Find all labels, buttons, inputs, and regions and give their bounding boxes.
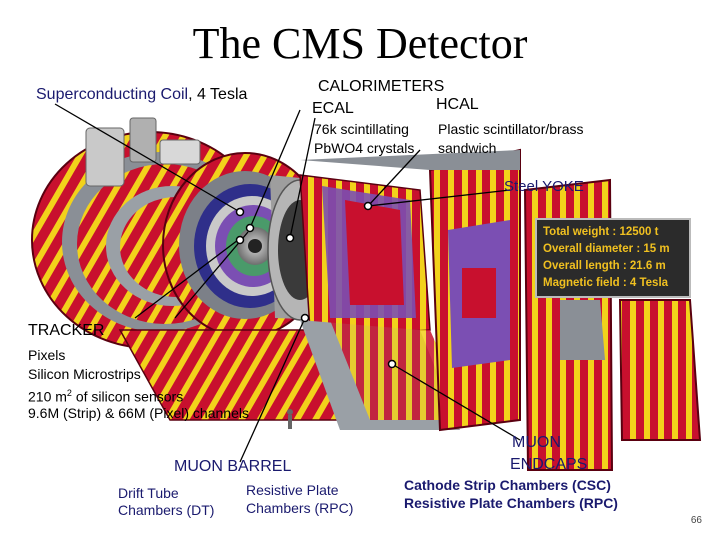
calorimeters-heading: CALORIMETERS [318,78,445,95]
tracker-area-value: 210 m [28,388,67,405]
specs-box: Total weight : 12500 t Overall diameter … [535,218,691,298]
hcal-label: HCAL [436,96,479,113]
tracker-line-channels: 9.6M (Strip) & 66M (Pixel) channels [28,405,249,421]
ecal-label: ECAL [312,100,354,117]
coil-field: , 4 Tesla [188,86,248,103]
steel-yoke-label: Steel YOKE [504,178,584,195]
spec-weight: Total weight : 12500 t [543,226,659,238]
endcap-yoke-right [300,148,521,432]
human-scale-figure [287,409,293,429]
csc-line: Cathode Strip Chambers (CSC) [404,477,611,493]
tracker-area-unit: of silicon sensors [71,388,184,405]
spec-length: Overall length : 21.6 m [543,260,666,272]
muon-endcaps-heading-line1: MUON [512,434,561,451]
leader-endpoints [235,201,397,369]
tracker-line-microstrips: Silicon Microstrips [28,366,141,382]
hcal-desc-line1: Plastic scintillator/brass [438,121,584,137]
spec-diameter: Overall diameter : 15 m [543,243,670,255]
tracker-area-exponent: 2 [66,388,72,398]
barrel-base [118,320,470,430]
page-number: 66 [690,515,702,526]
tracker-line-area: 210 m2 of silicon sensors [28,384,183,406]
rpc-barrel-line1: Resistive Plate [246,482,339,498]
tracker-line-pixels: Pixels [28,347,66,363]
leader-lines [54,103,521,463]
rpc-endcap-line: Resistive Plate Chambers (RPC) [404,495,618,511]
muon-endcaps-heading-line2: ENDCAPS [510,456,588,473]
dt-line1: Drift Tube [118,485,179,501]
ecal-desc-line1: 76k scintillating [314,121,409,137]
dt-line2: Chambers (DT) [118,502,215,518]
barrel-wheels [299,174,431,331]
rpc-barrel-line2: Chambers (RPC) [246,500,354,516]
coil-name: Superconducting Coil [36,86,189,103]
ecal-desc-line2: PbWO4 crystals [314,140,415,156]
tracker-heading: TRACKER [28,322,105,339]
page-title: The CMS Detector [192,19,528,68]
muon-barrel-heading: MUON BARREL [174,458,292,475]
hcal-desc-line2: sandwich [438,140,497,156]
coil-label: Superconducting Coil, 4 Tesla [36,86,247,104]
spec-field: Magnetic field : 4 Tesla [543,277,669,289]
